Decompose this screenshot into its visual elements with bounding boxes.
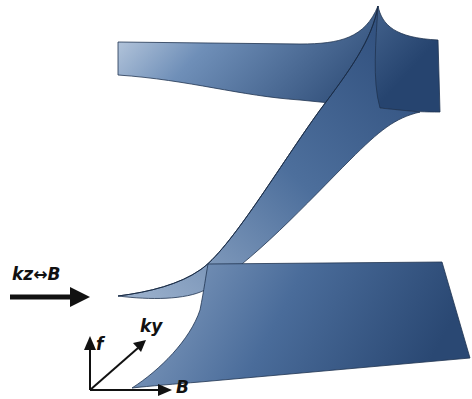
axis-label: f <box>96 336 103 353</box>
diagonal-sheet <box>118 6 420 298</box>
direction-arrow <box>10 295 72 300</box>
lower-sheet <box>132 262 470 388</box>
upper-sheet <box>118 6 440 112</box>
direction-label: kz↔B <box>12 266 60 283</box>
axes <box>84 336 172 396</box>
arrow-head <box>70 287 90 307</box>
axis-label: B <box>176 379 189 396</box>
axis-label: ky <box>140 318 162 335</box>
sheet-edge <box>118 6 378 296</box>
